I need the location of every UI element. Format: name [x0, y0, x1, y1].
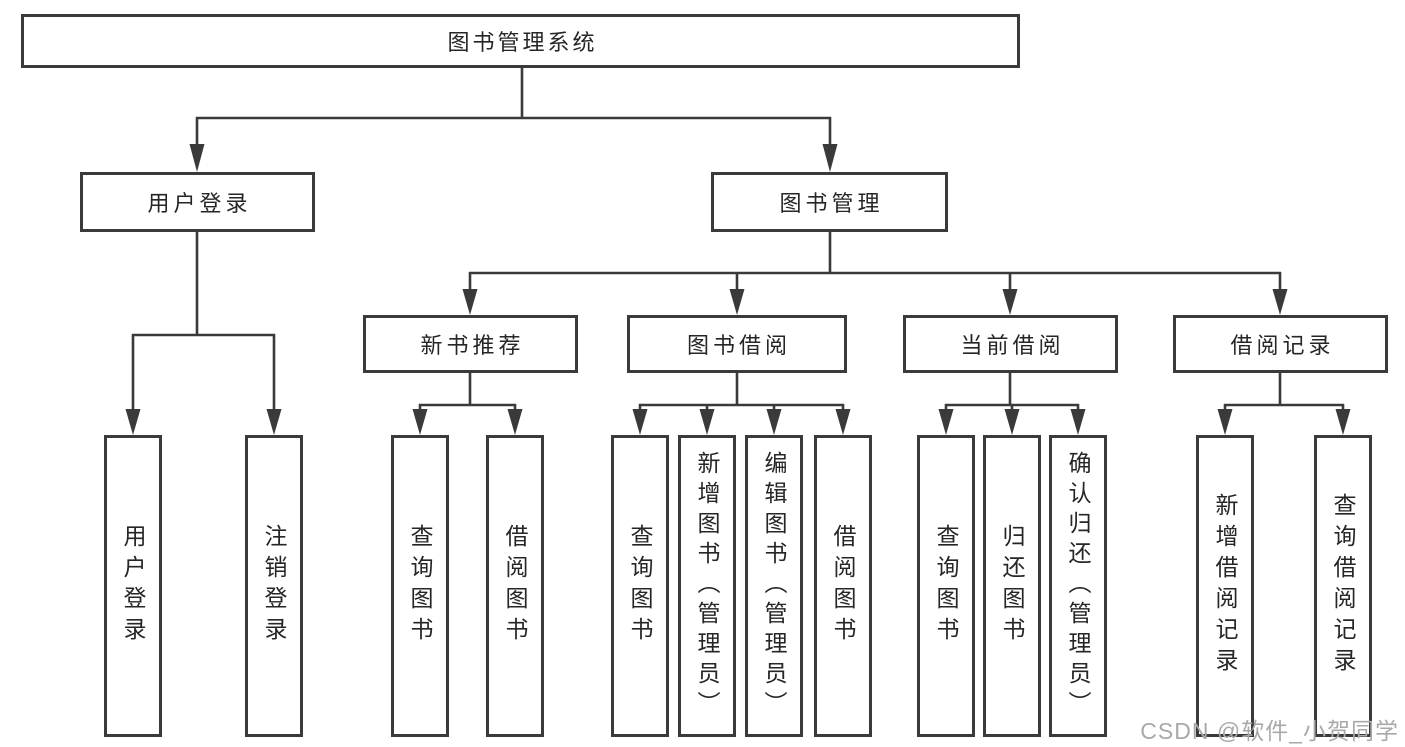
leaf-cb-confirm-return-admin: 确认归还（管理员）	[1049, 435, 1107, 737]
node-user-login: 用户登录	[80, 172, 315, 232]
node-borrow-records-label: 借阅记录	[1230, 333, 1335, 358]
leaf-nbr-query-books: 查询图书	[391, 435, 449, 737]
leaf-cb-return-books: 归还图书	[983, 435, 1041, 737]
leaf-cb-query-books: 查询图书	[917, 435, 975, 737]
node-root-label: 图书管理系统	[447, 30, 598, 55]
leaf-bb-edit-books-admin: 编辑图书（管理员）	[745, 435, 803, 737]
node-book-management-label: 图书管理	[779, 191, 884, 216]
node-current-borrow: 当前借阅	[903, 315, 1118, 373]
node-borrow-records: 借阅记录	[1173, 315, 1388, 373]
node-new-book-recommend-label: 新书推荐	[420, 333, 525, 358]
csdn-watermark: CSDN @软件_小贺同学	[1140, 718, 1399, 744]
node-current-borrow-label: 当前借阅	[960, 333, 1065, 358]
arrowheads	[125, 144, 1351, 435]
leaf-br-add-record: 新增借阅记录	[1196, 435, 1254, 737]
leaf-bb-add-books-admin: 新增图书（管理员）	[678, 435, 736, 737]
node-book-management: 图书管理	[711, 172, 948, 232]
node-book-borrow: 图书借阅	[627, 315, 847, 373]
leaf-bb-query-books: 查询图书	[611, 435, 669, 737]
leaf-user-login: 用户登录	[104, 435, 162, 737]
leaf-nbr-borrow-books: 借阅图书	[486, 435, 544, 737]
node-book-borrow-label: 图书借阅	[686, 333, 791, 358]
leaf-bb-borrow-books: 借阅图书	[814, 435, 872, 737]
node-root: 图书管理系统	[21, 14, 1020, 68]
node-new-book-recommend: 新书推荐	[363, 315, 578, 373]
leaf-br-query-record: 查询借阅记录	[1314, 435, 1372, 737]
leaf-logout: 注销登录	[245, 435, 303, 737]
node-user-login-label: 用户登录	[147, 191, 252, 216]
